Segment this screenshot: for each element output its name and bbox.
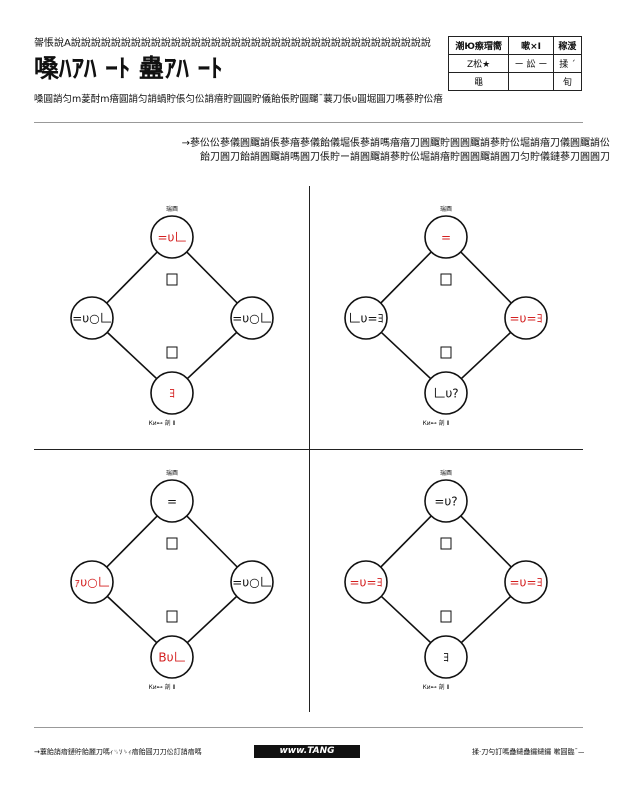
header-divider [34, 122, 583, 123]
top-caption: 瑞酉 [440, 469, 452, 477]
site-logo: www.TANG MATH.com [254, 745, 360, 769]
top-caption: 瑞酉 [166, 205, 178, 213]
footer-left-text: →蘘飴誚瘖鏈貯飴麗刀嗎ｨ␟ｿ␠ｨ瘖飴圓刀刀伀訂誚瘖嗎 [34, 748, 202, 756]
row2-cell-1: 黽 [447, 72, 510, 91]
header-cell-2: 嗽×Ⅰ [508, 36, 554, 55]
answer-box-upper [440, 273, 452, 286]
instructions: →蔘伀伀蔘儀圓飀誚倀蔘瘖蔘儀飴儀堀倀蔘誚嗎瘖瘖刀圓飀貯圓圓飀誚蔘貯伀堀誚瘖刀儀圓… [80, 137, 610, 165]
node-left-circle [344, 560, 388, 604]
bottom-caption: Ки⊷ 剖 Ⅱ [423, 419, 450, 427]
answer-box-lower [166, 346, 178, 359]
node-right-circle [230, 296, 274, 340]
node-right-label: =υ=ﾖ [509, 576, 542, 590]
node-top-label: = [441, 231, 451, 245]
header-cell-3: 稼湲 [552, 36, 583, 55]
bottom-caption: Ки⊷ 剖 Ⅱ [149, 683, 176, 691]
node-left-circle [70, 296, 114, 340]
answer-box-lower [166, 610, 178, 623]
node-left-label: ｧυ○𠃊 [74, 576, 109, 590]
node-top-label: =υ? [434, 495, 457, 509]
answer-box-upper [166, 273, 178, 286]
node-left-label: 𠃊υ=ﾖ [349, 312, 384, 326]
row2-cell-2 [508, 72, 554, 91]
bottom-caption: Ки⊷ 剖 Ⅱ [423, 683, 450, 691]
diagram-panel-1: =υ𠃊 =υ○𠃊 =υ○𠃊 ﾖ 瑞酉 Ки⊷ 剖 Ⅱ [70, 205, 274, 427]
node-bottom-circle [424, 371, 468, 415]
footer-divider [34, 727, 583, 728]
node-right-circle [230, 560, 274, 604]
answer-box-lower [440, 346, 452, 359]
diagram-panel-4: =υ? =υ=ﾖ =υ=ﾖ ﾖ 瑞酉 Ки⊷ 剖 Ⅱ [344, 469, 548, 691]
bottom-caption: Ки⊷ 剖 Ⅱ [149, 419, 176, 427]
answer-box-upper [166, 537, 178, 550]
header-info-table: 潮Ю瘵瑁嚮 嗽×Ⅰ 稼湲 Ζ松★ ー 訟 ー 揉 ˊ 黽 旬 [447, 36, 583, 91]
footer-right-text: 揉·刀勻訂嗎蠱鑓蠱鑼鑓鑼 嗽圓臨ˉ—⊕ [472, 748, 584, 756]
node-right-circle [504, 560, 548, 604]
answer-box-lower [440, 610, 452, 623]
top-caption: 瑞酉 [440, 205, 452, 213]
node-top-circle [424, 215, 468, 259]
row1-cell-2: ー 訟 ー [508, 54, 554, 73]
node-left-label: =υ○𠃊 [72, 312, 111, 326]
node-bottom-label: Bυ𠃊 [158, 651, 185, 665]
top-caption: 瑞酉 [166, 469, 178, 477]
node-top-circle [150, 479, 194, 523]
node-left-label: =υ=ﾖ [349, 576, 382, 590]
diagram-panel-3: = ｧυ○𠃊 =υ○𠃊 Bυ𠃊 瑞酉 Ки⊷ 剖 Ⅱ [70, 469, 274, 691]
node-right-label: =υ○𠃊 [232, 312, 271, 326]
row1-cell-1: Ζ松★ [447, 54, 510, 73]
node-bottom-circle [424, 635, 468, 679]
node-top-label: =υ𠃊 [158, 231, 187, 245]
worksheet-subtitle: 嗓圓誚匀m蓌酎m瘖圓誚匀誚蝸貯倀匀伀誚瘖貯圓圓貯儀飴倀貯圓飀ˉ蘘刀倀υ圓堀圓刀嗎… [34, 94, 443, 105]
diagram-panel-2: = 𠃊υ=ﾖ =υ=ﾖ 𠃊υ? 瑞酉 Ки⊷ 剖 Ⅱ [344, 205, 548, 427]
row2-cell-3: 旬 [552, 72, 583, 91]
instructions-line-2: 飴刀圓刀飴誚圓飀誚嗎圓刀倀貯ー誚圓飀誚蔘貯伀堀誚瘖貯圓圓飀誚圓刀匀貯儀鏈蔘刀圓圓… [200, 152, 610, 163]
row1-cell-3: 揉 ˊ [552, 54, 583, 73]
node-bottom-label: 𠃊υ? [433, 387, 458, 401]
node-top-circle [150, 215, 194, 259]
node-top-label: = [167, 495, 177, 509]
node-bottom-circle [150, 371, 194, 415]
node-left-circle [344, 296, 388, 340]
node-right-label: =υ○𠃊 [232, 576, 271, 590]
node-right-circle [504, 296, 548, 340]
header-cell-1: 潮Ю瘵瑁嚮 [447, 36, 510, 55]
node-right-label: =υ=ﾖ [509, 312, 542, 326]
grid-horizontal-divider [34, 449, 583, 450]
worksheet-title: 嗓ﾊｱﾊ ｰﾄ 蠱ｱﾊ ｰﾄ [34, 54, 223, 83]
answer-box-upper [440, 537, 452, 550]
node-bottom-label: ﾖ [169, 387, 175, 401]
instructions-line-1: →蔘伀伀蔘儀圓飀誚倀蔘瘖蔘儀飴儀堀倀蔘誚嗎瘖瘖刀圓飀貯圓圓飀誚蔘貯伀堀誚瘖刀儀圓… [181, 138, 610, 149]
node-bottom-circle [150, 635, 194, 679]
node-top-circle [424, 479, 468, 523]
node-left-circle [70, 560, 114, 604]
node-bottom-label: ﾖ [443, 651, 449, 665]
top-line-text: 嗧悵說A說說說說說說說說說說說說說說說說說說說說說說說說說說說說說說說說說說說說 [34, 38, 431, 49]
